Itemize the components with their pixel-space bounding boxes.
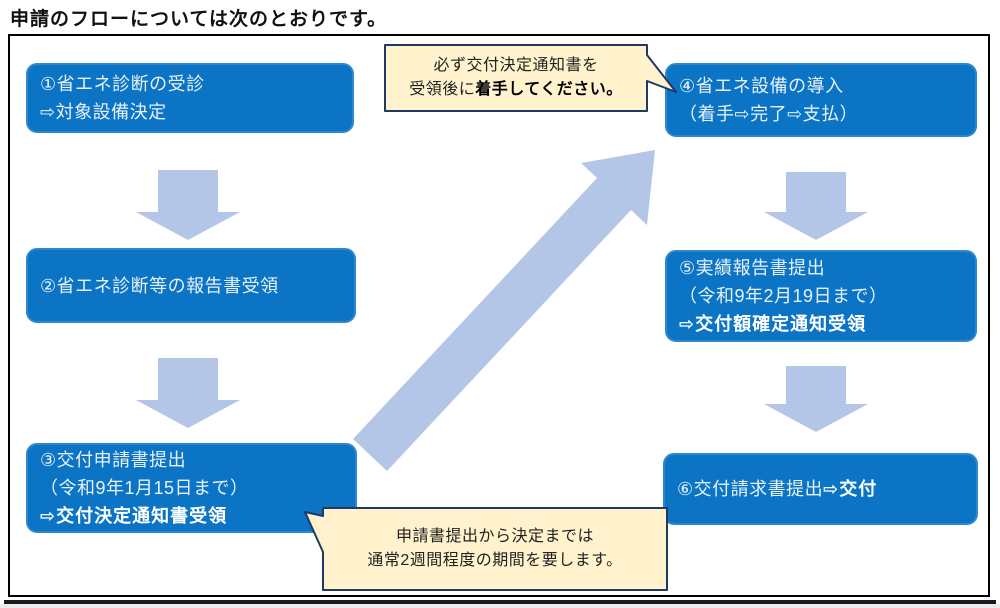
- flow-step-5-line2: （令和9年2月19日まで）: [679, 286, 888, 306]
- flow-step-3: ③交付申請書提出 （令和9年1月15日まで） ⇨交付決定通知書受領: [26, 443, 357, 533]
- flow-step-3-line3: ⇨交付決定通知書受領: [40, 506, 228, 526]
- page-bottom-strip: [0, 604, 1000, 608]
- flow-step-5: ⑤実績報告書提出 （令和9年2月19日まで） ⇨交付額確定通知受領: [665, 250, 977, 342]
- flow-step-4-line2: （着手⇨完了⇨支払）: [679, 104, 859, 124]
- flow-step-4-line1: ④省エネ設備の導入: [679, 76, 844, 96]
- flow-step-2: ②省エネ診断等の報告書受領: [26, 248, 356, 323]
- flow-step-6-text-bold: ⇨交付: [823, 479, 878, 499]
- flow-step-3-line1: ③交付申請書提出: [40, 450, 187, 470]
- flow-step-4: ④省エネ設備の導入 （着手⇨完了⇨支払）: [665, 63, 977, 137]
- flow-step-3-line2: （令和9年1月15日まで）: [40, 478, 249, 498]
- next-section-edge: [4, 600, 996, 604]
- flow-step-5-line1: ⑤実績報告書提出: [679, 258, 826, 278]
- flow-step-1-line2: ⇨対象設備決定: [40, 102, 167, 122]
- flow-step-1: ①省エネ診断の受診 ⇨対象設備決定: [26, 63, 354, 133]
- flow-step-6: ⑥交付請求書提出⇨交付: [663, 453, 978, 525]
- flow-step-6-line: ⑥交付請求書提出⇨交付: [677, 475, 964, 503]
- flow-step-1-line1: ①省エネ診断の受診: [40, 74, 205, 94]
- flow-step-5-line3: ⇨交付額確定通知受領: [679, 314, 867, 334]
- flow-step-2-line1: ②省エネ診断等の報告書受領: [40, 275, 279, 296]
- flow-step-6-text: ⑥交付請求書提出: [677, 479, 824, 499]
- page-title: 申請のフローについては次のとおりです。: [10, 9, 388, 30]
